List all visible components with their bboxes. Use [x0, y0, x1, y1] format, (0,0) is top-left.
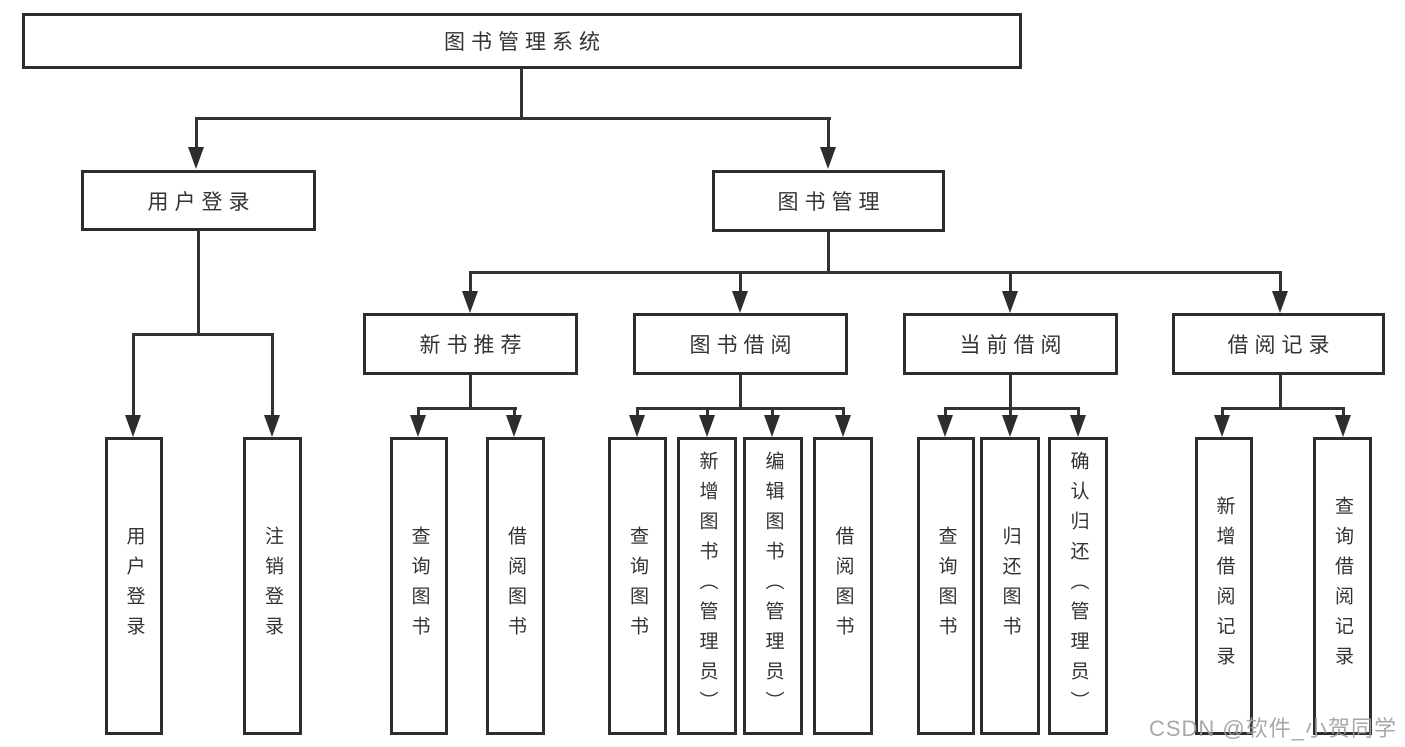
connector-line	[944, 407, 1080, 410]
leaf-user-login: 用户登录	[105, 437, 163, 735]
leaf-query-books-borrowing-label: 查询图书	[627, 526, 648, 646]
arrow-down-icon	[264, 415, 280, 437]
connector-line	[417, 407, 517, 410]
connector-line	[1342, 407, 1345, 419]
connector-line	[1009, 375, 1012, 409]
arrow-down-icon	[835, 415, 851, 437]
node-new-book-recommend: 新书推荐	[363, 313, 578, 375]
arrow-down-icon	[1335, 415, 1351, 437]
connector-line	[827, 117, 830, 152]
connector-line	[271, 333, 274, 417]
connector-line	[469, 271, 1282, 274]
leaf-confirm-return-admin-label: 确认归还（管理员）	[1067, 451, 1089, 721]
connector-line	[1009, 271, 1012, 295]
connector-line	[827, 232, 830, 273]
leaf-edit-books-admin: 编辑图书（管理员）	[743, 437, 803, 735]
leaf-query-borrow-record: 查询借阅记录	[1313, 437, 1372, 735]
connector-line	[513, 407, 516, 419]
connector-line	[706, 407, 709, 419]
arrow-down-icon	[1002, 291, 1018, 313]
leaf-query-books-current: 查询图书	[917, 437, 975, 735]
connector-line	[1221, 407, 1345, 410]
leaf-query-books-current-label: 查询图书	[935, 526, 957, 646]
connector-line	[1279, 271, 1282, 295]
connector-line	[1009, 407, 1012, 419]
connector-line	[1077, 407, 1080, 419]
node-borrowing-records: 借阅记录	[1172, 313, 1385, 375]
connector-line	[1279, 375, 1282, 409]
connector-line	[739, 375, 742, 409]
leaf-add-borrow-record-label: 新增借阅记录	[1213, 496, 1235, 676]
connector-line	[842, 407, 845, 419]
leaf-confirm-return-admin: 确认归还（管理员）	[1048, 437, 1108, 735]
leaf-logout-label: 注销登录	[262, 526, 283, 646]
connector-line	[739, 271, 742, 295]
connector-line	[636, 407, 639, 419]
node-user-login: 用户登录	[81, 170, 316, 231]
connector-line	[469, 375, 472, 409]
arrow-down-icon	[410, 415, 426, 437]
leaf-borrow-books: 借阅图书	[813, 437, 873, 735]
leaf-return-books-label: 归还图书	[999, 526, 1021, 646]
leaf-edit-books-admin-label: 编辑图书（管理员）	[762, 451, 784, 721]
arrow-down-icon	[1070, 415, 1086, 437]
connector-line	[195, 117, 198, 152]
connector-line	[132, 333, 274, 336]
leaf-user-login-label: 用户登录	[123, 526, 145, 646]
leaf-logout: 注销登录	[243, 437, 302, 735]
node-current-borrowing: 当前借阅	[903, 313, 1118, 375]
arrow-down-icon	[506, 415, 522, 437]
arrow-down-icon	[820, 147, 836, 169]
leaf-query-books-borrowing: 查询图书	[608, 437, 667, 735]
leaf-borrow-books-recommend-label: 借阅图书	[505, 526, 526, 646]
csdn-watermark: CSDN @软件_小贺同学	[1148, 716, 1397, 741]
leaf-query-books-recommend-label: 查询图书	[408, 526, 430, 646]
leaf-borrow-books-label: 借阅图书	[832, 526, 854, 646]
arrow-down-icon	[125, 415, 141, 437]
connector-line	[197, 231, 200, 336]
arrow-down-icon	[937, 415, 953, 437]
arrow-down-icon	[1214, 415, 1230, 437]
arrow-down-icon	[629, 415, 645, 437]
arrow-down-icon	[1002, 415, 1018, 437]
connector-line	[636, 407, 845, 410]
connector-line	[195, 117, 831, 120]
connector-line	[1221, 407, 1224, 419]
leaf-return-books: 归还图书	[980, 437, 1040, 735]
connector-line	[469, 271, 472, 295]
arrow-down-icon	[462, 291, 478, 313]
arrow-down-icon	[699, 415, 715, 437]
leaf-add-books-admin-label: 新增图书（管理员）	[696, 451, 718, 721]
connector-line	[520, 68, 523, 118]
leaf-add-borrow-record: 新增借阅记录	[1195, 437, 1253, 735]
connector-line	[132, 333, 135, 417]
node-book-borrowing: 图书借阅	[633, 313, 848, 375]
leaf-add-books-admin: 新增图书（管理员）	[677, 437, 737, 735]
arrow-down-icon	[732, 291, 748, 313]
connector-line	[944, 407, 947, 419]
node-book-management: 图书管理	[712, 170, 945, 232]
leaf-query-books-recommend: 查询图书	[390, 437, 448, 735]
arrow-down-icon	[188, 147, 204, 169]
leaf-query-borrow-record-label: 查询借阅记录	[1332, 496, 1353, 676]
connector-line	[771, 407, 774, 419]
leaf-borrow-books-recommend: 借阅图书	[486, 437, 545, 735]
arrow-down-icon	[1272, 291, 1288, 313]
node-library-management-system: 图书管理系统	[22, 13, 1022, 69]
arrow-down-icon	[764, 415, 780, 437]
connector-line	[417, 407, 420, 419]
